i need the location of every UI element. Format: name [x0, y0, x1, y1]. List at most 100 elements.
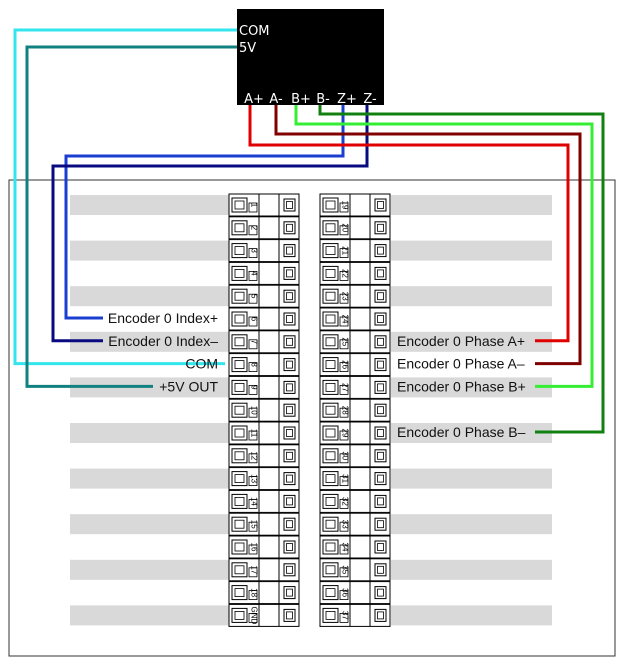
- left-terminal: 12: [228, 444, 300, 468]
- left-terminal: 15: [228, 512, 300, 536]
- encoder-box: [237, 9, 384, 105]
- right-terminal: 26: [319, 353, 391, 377]
- right-pin-number: 22: [341, 269, 350, 278]
- right-terminal: 36: [319, 581, 391, 605]
- left-pin-number: 4: [250, 271, 259, 276]
- right-pin-number: 28: [341, 406, 350, 415]
- com-wire: [13, 28, 237, 366]
- right-terminal: 20: [319, 216, 391, 240]
- right-terminal: 19: [319, 193, 391, 217]
- b-minus-wire: [318, 104, 605, 434]
- row-stripe-left: [70, 514, 229, 535]
- b-plus-wire: [294, 104, 594, 388]
- right-pin-number: 37: [341, 611, 350, 620]
- encoder-signal-label: A-: [269, 92, 283, 107]
- right-pin-number: 20: [341, 223, 350, 232]
- left-terminal: 11: [228, 421, 300, 445]
- right-terminal: 33: [319, 512, 391, 536]
- left-pin-number: 17: [250, 565, 259, 574]
- right-terminal: 21: [319, 239, 391, 263]
- encoder-5v-label: 5V: [239, 41, 256, 56]
- left-terminal: 3: [228, 239, 300, 263]
- left-terminal: 10: [228, 398, 300, 422]
- row-stripe-left: [70, 423, 229, 443]
- row-stripe-left: [70, 331, 229, 352]
- left-terminal: 7: [228, 330, 300, 354]
- right-pin-number: 21: [341, 246, 350, 255]
- left-terminal: 6: [228, 307, 300, 331]
- right-terminal: 24: [319, 307, 391, 331]
- terminal-blocks: 123456789101112131415161718GND1920212223…: [228, 193, 391, 627]
- row-stripe-right: [391, 468, 552, 489]
- right-terminal: 27: [319, 375, 391, 399]
- left-pin-number: 14: [250, 497, 259, 506]
- left-pin-number: 9: [250, 385, 259, 390]
- left-terminal: GND: [228, 603, 300, 627]
- left-terminal: 9: [228, 375, 300, 399]
- right-pin-number: 26: [341, 360, 350, 369]
- right-terminal: 30: [319, 444, 391, 468]
- left-pin-number: 11: [250, 429, 259, 438]
- right-pin-annotation: Encoder 0 Phase A–: [397, 356, 525, 372]
- row-stripe-left: [70, 605, 229, 626]
- encoder-com-label: COM: [239, 24, 270, 39]
- row-stripe-right: [391, 514, 552, 535]
- z-plus-wire: [64, 104, 345, 320]
- row-stripe-left: [70, 468, 229, 489]
- left-terminal: 14: [228, 489, 300, 513]
- right-pin-number: 27: [341, 383, 350, 392]
- right-pin-number: 32: [341, 497, 350, 506]
- left-terminal: 17: [228, 558, 300, 582]
- left-pin-number: 10: [250, 406, 259, 415]
- right-pin-number: 34: [341, 543, 350, 552]
- a-minus-wire: [274, 104, 582, 366]
- wires: [13, 28, 605, 434]
- row-stripe-right: [391, 331, 552, 352]
- left-pin-number: 13: [250, 474, 259, 483]
- left-pin-annotation: Encoder 0 Index–: [108, 333, 218, 349]
- row-stripe-right: [391, 559, 552, 580]
- right-terminal: 35: [319, 558, 391, 582]
- encoder-signal-label: A+: [244, 92, 264, 107]
- left-pin-number: 5: [250, 294, 259, 299]
- row-stripe-right: [391, 423, 552, 443]
- right-pin-number: 24: [341, 315, 350, 324]
- a-plus-wire: [248, 104, 570, 343]
- left-pin-number: 8: [250, 362, 259, 367]
- left-pin-number: 2: [250, 226, 259, 231]
- row-stripes: [70, 195, 552, 626]
- encoder-signal-label: Z-: [363, 92, 377, 107]
- left-terminal: 1: [228, 193, 300, 217]
- left-pin-annotation: +5V OUT: [159, 378, 218, 394]
- row-stripe-right: [391, 377, 552, 398]
- right-pin-number: 30: [341, 451, 350, 460]
- row-stripe-right: [391, 195, 552, 215]
- encoder-signal-label: Z+: [337, 92, 357, 107]
- row-stripe-left: [70, 195, 229, 215]
- right-terminal: 32: [319, 489, 391, 513]
- right-pin-number: 35: [341, 565, 350, 574]
- right-terminal: 31: [319, 467, 391, 491]
- left-terminal: 8: [228, 353, 300, 377]
- right-terminal: 23: [319, 284, 391, 308]
- right-pin-number: 36: [341, 588, 350, 597]
- left-pin-number: 6: [250, 317, 259, 322]
- right-terminal: 28: [319, 398, 391, 422]
- v5-wire: [25, 45, 237, 388]
- right-pin-annotation: Encoder 0 Phase B–: [397, 424, 526, 440]
- row-stripe-left: [70, 240, 229, 261]
- right-terminal: 22: [319, 261, 391, 285]
- board-frame: [8, 179, 616, 657]
- right-terminal: 34: [319, 535, 391, 559]
- left-pin-number: 3: [250, 248, 259, 253]
- right-terminal: 37: [319, 603, 391, 627]
- left-terminal: 13: [228, 467, 300, 491]
- encoder-signal-label: B-: [316, 92, 330, 107]
- left-terminal: 2: [228, 216, 300, 240]
- encoder-connector: COM 5V A+A-B+B-Z+Z-: [237, 9, 384, 107]
- left-pin-number: 16: [250, 543, 259, 552]
- right-pin-annotation: Encoder 0 Phase A+: [397, 333, 525, 349]
- right-pin-annotation: Encoder 0 Phase B+: [397, 378, 526, 394]
- right-pin-number: 19: [341, 201, 350, 210]
